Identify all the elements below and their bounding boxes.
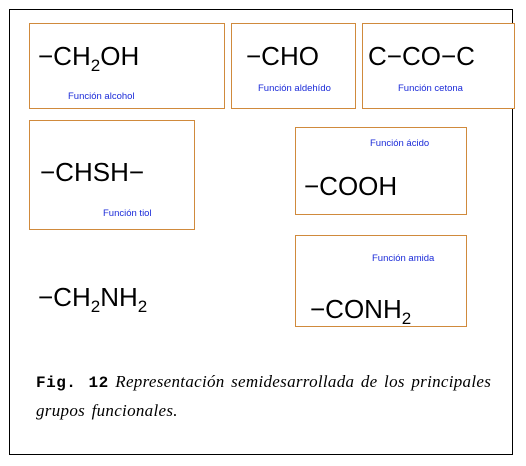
- formula-amida: −CONH2: [310, 294, 412, 328]
- formula-tiol: −CHSH−: [40, 157, 145, 187]
- formula-alcohol: −CH2OH: [38, 41, 140, 75]
- formula-acido: −COOH: [304, 171, 398, 201]
- formula-amina: −CH2NH2: [38, 282, 148, 316]
- caption-text: Representación semidesarrollada de los p…: [36, 372, 492, 420]
- box-cetona: [362, 23, 515, 109]
- label-tiol: Función tiol: [103, 208, 152, 219]
- formula-aldehido: −CHO: [246, 41, 319, 71]
- box-tiol: [29, 120, 195, 230]
- box-acido: [295, 127, 467, 215]
- label-amida: Función amida: [372, 253, 435, 264]
- box-alcohol: [29, 23, 225, 109]
- label-acido: Función ácido: [370, 138, 430, 149]
- box-amida: [295, 235, 467, 327]
- formula-cetona: C−CO−C: [368, 41, 475, 71]
- label-aldehido: Función aldehído: [258, 83, 331, 94]
- label-alcohol: Función alcohol: [68, 91, 135, 102]
- label-cetona: Función cetona: [398, 83, 463, 94]
- figure-number: Fig. 12: [36, 374, 109, 392]
- box-aldehido: [231, 23, 356, 109]
- figure-caption: Fig. 12 Representación semidesarrollada …: [36, 368, 496, 425]
- figure-frame: [9, 9, 513, 455]
